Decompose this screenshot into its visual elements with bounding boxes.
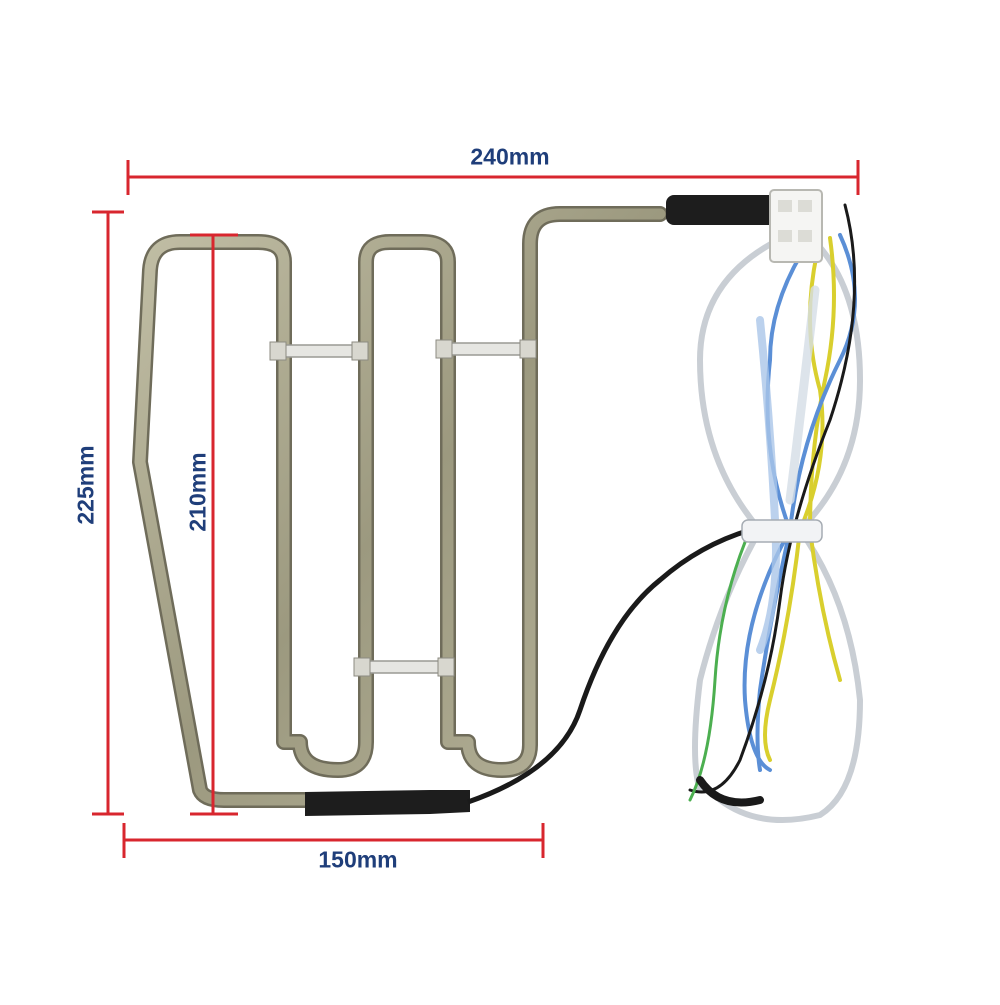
width-bottom-label: 150mm xyxy=(318,846,398,873)
connector xyxy=(769,189,823,263)
wire-harness xyxy=(688,203,864,823)
dimension-lines xyxy=(92,160,860,858)
height-outer-label: 225mm xyxy=(72,445,99,525)
heater-element xyxy=(132,206,668,808)
black-wire xyxy=(467,527,751,805)
height-inner-label: 210mm xyxy=(184,452,211,532)
width-top-label: 240mm xyxy=(470,143,550,170)
support-bracket xyxy=(269,339,537,677)
black-sleeve xyxy=(305,195,778,816)
